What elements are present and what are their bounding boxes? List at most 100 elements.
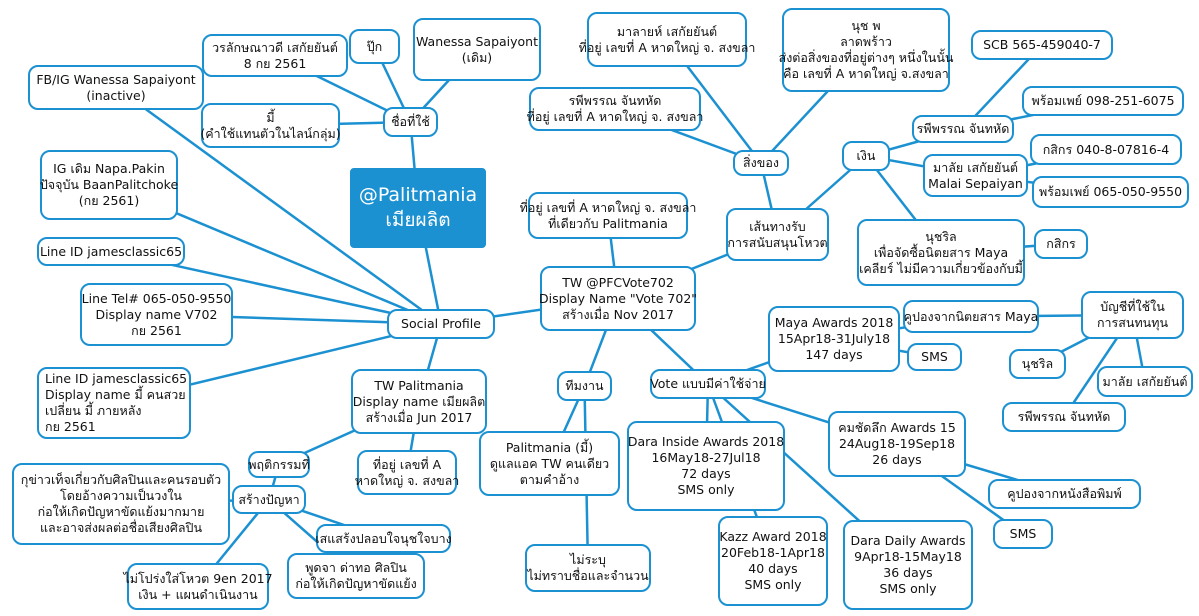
node-text: TW @PFCVote702: [562, 274, 674, 290]
node-text: เปลี่ยน มี้ ภายหลัง: [45, 403, 142, 418]
node-text: (กย 2561): [78, 193, 140, 208]
node-text: กสิกร: [1046, 236, 1076, 251]
node-text: เมียผลิต: [385, 209, 451, 231]
node-text: Kazz Award 2018: [719, 529, 827, 544]
node-text: กย 2561: [45, 419, 96, 434]
node-text: ไม่ทราบชื่อและจำนวน: [527, 568, 649, 583]
node-text: Display name มี้ คนสวย: [45, 387, 186, 402]
node-text: นุชริล: [925, 228, 957, 244]
node-text: คือ เลขที่ A หาดใหญ่ จ.สงขลา: [783, 66, 949, 81]
node-team: ทีมงาน: [557, 371, 612, 401]
node-text: Dara Inside Awards 2018: [627, 434, 785, 449]
node-text: SMS: [1009, 526, 1037, 541]
node-text: 36 days: [883, 565, 933, 580]
node-text: ที่เดียวกับ Palitmania: [548, 215, 668, 231]
node-m-malai: มาลัย เสกัยยันต์Malai Sepaiyan: [923, 154, 1028, 197]
node-text: 40 days: [748, 561, 798, 576]
node-support: เส้นทางรับการสนับสนุนโหวต: [726, 208, 829, 261]
node-text: ไม่โปร่งใส่โหวต 9en 2017: [123, 570, 273, 586]
node-text: พูดจา ด่าทอ ศิลปิน: [305, 560, 407, 575]
node-text: กย 2561: [131, 322, 182, 338]
node-text: สิ่งของ: [743, 155, 779, 170]
node-text: สร้างปัญหา: [238, 491, 300, 507]
node-text: 72 days: [681, 466, 731, 481]
node-text: Display name เมียผลิต: [352, 393, 486, 409]
node-text: Social Profile: [401, 316, 481, 331]
node-text: การสนทนทุน: [1096, 315, 1169, 330]
node-text: รพีพรรณ จันทหัด: [1017, 409, 1111, 424]
node-text: Display name V702: [95, 306, 218, 322]
node-text: ที่อยู่ เลขที่ A: [372, 456, 442, 472]
node-kc-coupon: คูปองจากหนังสือพิมพ์: [988, 479, 1141, 509]
node-text: Line ID jamesclassic65: [45, 371, 188, 386]
node-acc-malai: มาลัย เสกัยยันต์: [1097, 366, 1193, 397]
node-text: พฤติกรรมที่: [248, 456, 310, 472]
node-text: Maya Awards 2018: [774, 315, 894, 330]
node-kbank2: กสิกร: [1034, 229, 1088, 259]
node-palit-mee: Palitmania (มี้)ดูแลแอค TW คนเดียวตามคำอ…: [479, 431, 620, 496]
node-text: 26 days: [872, 452, 922, 467]
node-text: บัญชีที่ใช้ใน: [1100, 299, 1165, 314]
node-text: FB/IG Wanessa Sapaiyont: [36, 71, 196, 87]
node-paid-vote: Vote แบบมีค่าใช้จ่าย: [650, 369, 766, 399]
node-text: Display Name "Vote 702": [538, 290, 698, 306]
node-text: รพีพรรณ จันทหัด: [916, 121, 1010, 136]
node-acc-nuch: นุชริล: [1009, 349, 1066, 379]
node-text: Dara Daily Awards: [850, 533, 966, 548]
node-text: 20Feb18-1Apr18: [721, 545, 825, 560]
edge-social_profile-fbig: [115, 86, 442, 326]
node-text: คูปองจากหนังสือพิมพ์: [1007, 486, 1122, 501]
node-text: IG เดิม Napa.Pakin: [53, 161, 165, 176]
node-problems: สร้างปัญหา: [232, 485, 306, 514]
node-text: ตามคำอ้าง: [519, 471, 580, 487]
node-text: @Palitmania: [358, 184, 478, 206]
node-text: กสิกร 040-8-07816-4: [1042, 141, 1170, 157]
node-text: เส้นทางรับ: [749, 218, 806, 234]
node-text: มี้: [266, 109, 275, 125]
node-text: คูปองจากนิตยสาร Maya: [903, 308, 1039, 324]
node-text: SMS only: [677, 482, 735, 497]
node-goods-nuch: นุช พลาดพร้าวส่งต่อสิ่งของที่อยู่ต่างๆ ห…: [779, 8, 953, 92]
node-text: ส่งต่อสิ่งของที่อยู่ต่างๆ หนึ่งในนั้น: [778, 50, 954, 65]
node-text: (เดิม): [461, 49, 493, 65]
node-text: ก่อให้เกิดปัญหาขัดแย้งมากมาย: [37, 504, 205, 519]
node-text: สร้างเมื่อ Nov 2017: [562, 306, 674, 322]
node-goods: สิ่งของ: [733, 150, 789, 176]
node-scb: SCB 565-459040-7: [971, 30, 1113, 60]
node-maya-coupon: คูปองจากนิตยสาร Maya: [903, 300, 1039, 333]
node-text: นุช พ: [851, 18, 881, 33]
node-unknown: ไม่ระบุไม่ทราบชื่อและจำนวน: [525, 544, 651, 592]
node-social-profile: Social Profile: [387, 309, 495, 339]
node-text: เงิน: [856, 148, 876, 163]
node-text: 16May18-27Jul18: [651, 450, 761, 465]
node-speech: พูดจา ด่าทอ ศิลปินก่อให้เกิดปัญหาขัดแย้ง: [287, 553, 425, 599]
node-text: Palitmania (มี้): [505, 439, 594, 455]
node-text: ดูแลแอค TW คนเดียว: [489, 455, 610, 471]
node-central: @Palitmania เมียผลิต: [350, 168, 486, 248]
node-text: SMS only: [744, 577, 802, 592]
node-text: กุข่าวเท็จเกี่ยวกับศิลปินและคนรอบตัว: [20, 472, 222, 487]
node-text: คมชัดลึก Awards 15: [838, 420, 956, 435]
node-names-used: ชื่อที่ใช้: [383, 107, 438, 137]
node-text: และอาจส่งผลต่อชื่อเสียงศิลปิน: [39, 520, 203, 535]
node-text: 8 กย 2561: [243, 55, 307, 71]
node-text: ที่อยู่ เลขที่ A หาดใหญ่ จ. สงขลา: [519, 199, 697, 215]
node-maya-sms: SMS: [907, 343, 962, 371]
node-text: ปัจจุบัน BaanPalitchoke: [39, 177, 179, 192]
node-text: การสนับสนุนโหวต: [727, 234, 828, 250]
node-text: ชื่อที่ใช้: [391, 114, 430, 129]
node-text: 24Aug18-19Sep18: [838, 436, 956, 451]
node-text: TW Palitmania: [374, 377, 464, 393]
node-name-wanessa: Wanessa Sapaiyont(เดิม): [413, 18, 541, 81]
node-text: SMS only: [879, 581, 937, 596]
node-text: เสแสร้งปลอบใจนุชใจบาง: [315, 530, 452, 546]
